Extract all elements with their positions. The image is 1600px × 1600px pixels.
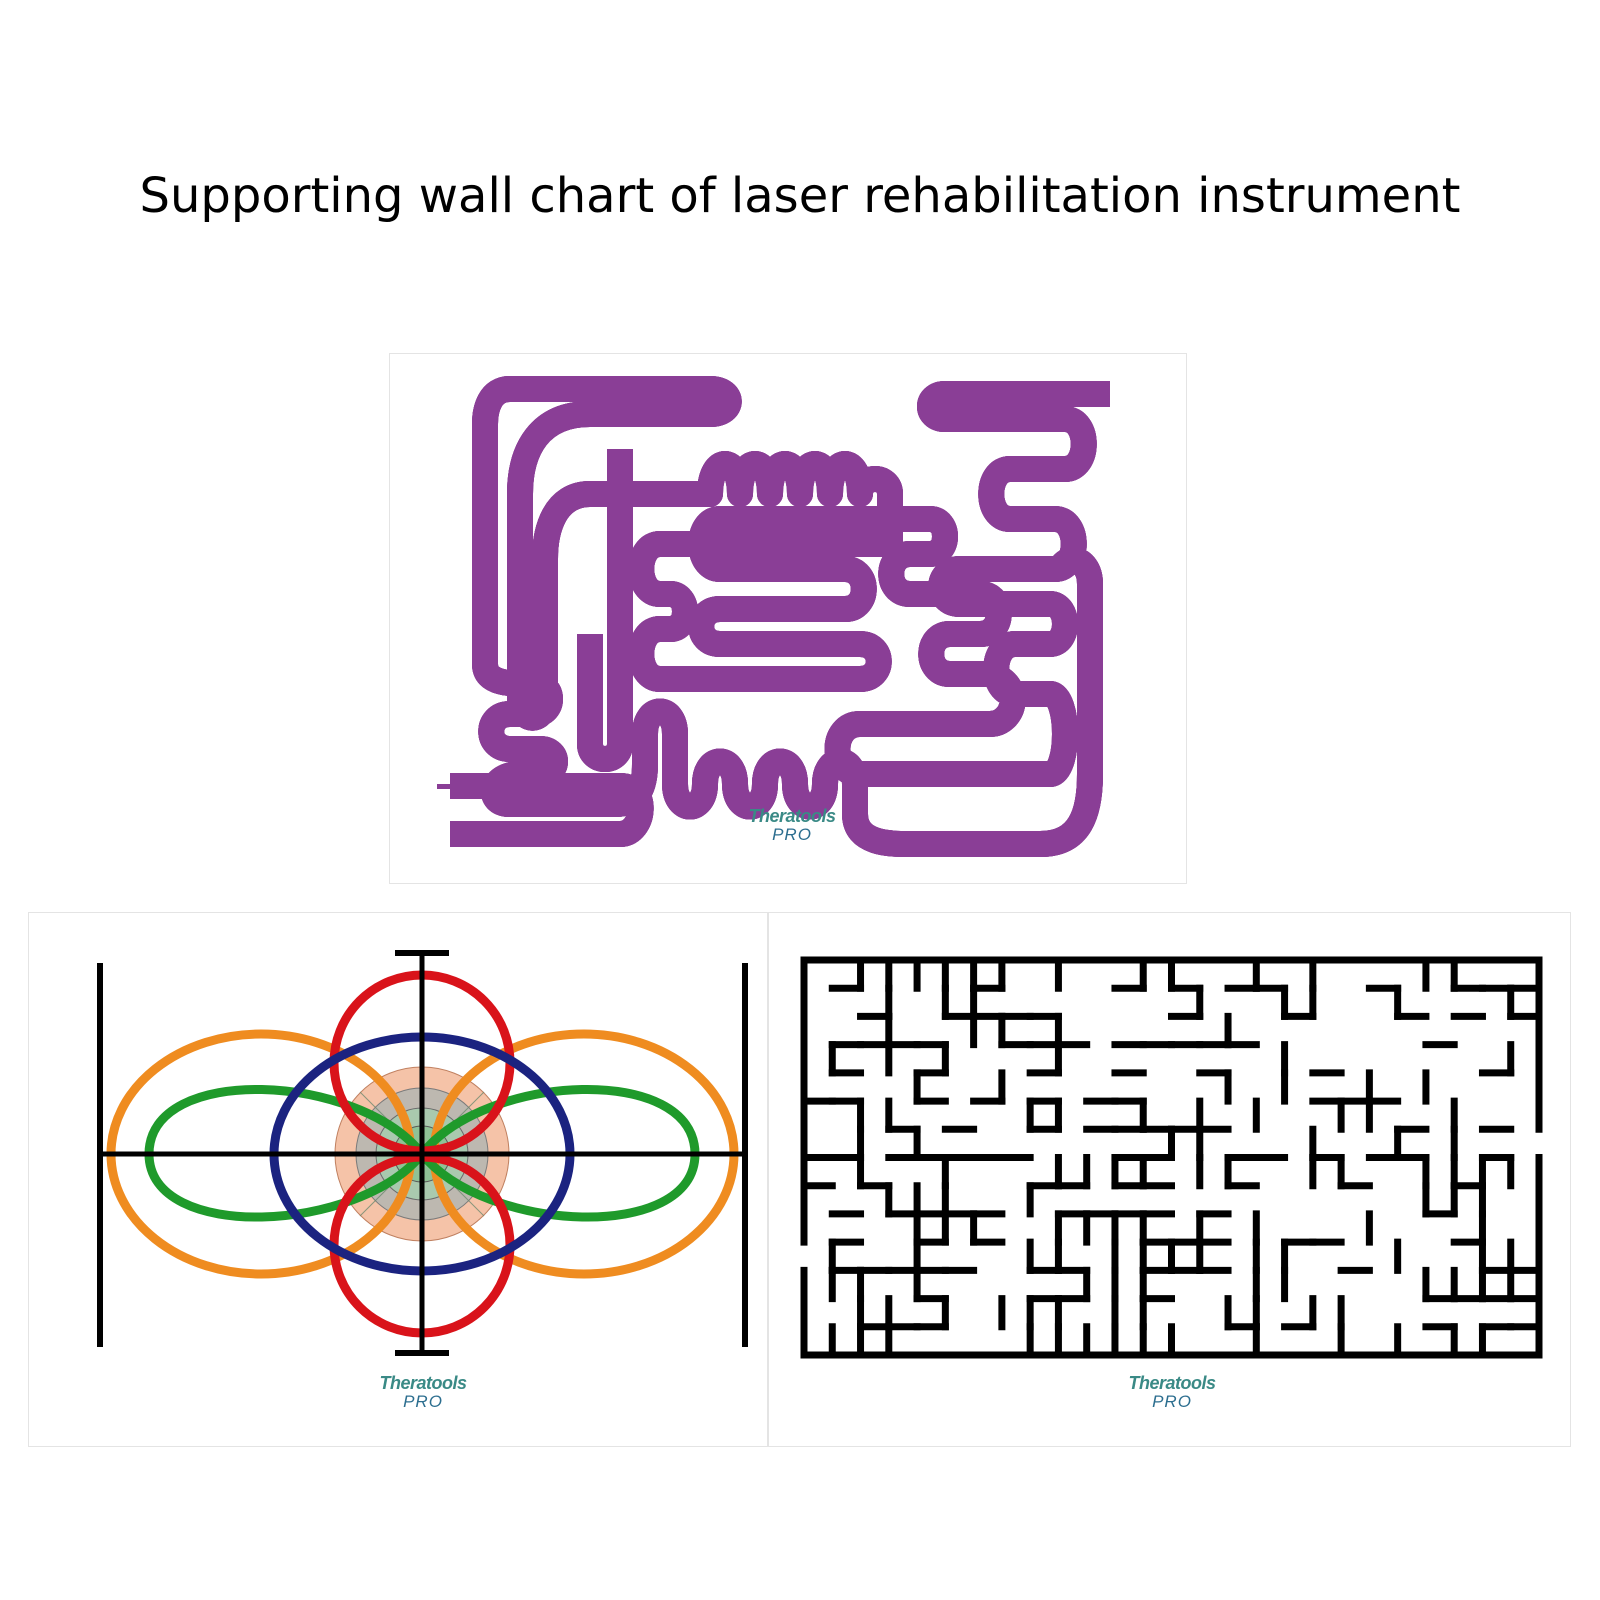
brand-name: Theratools [379, 1373, 467, 1393]
brand-name: Theratools [748, 806, 836, 826]
maze-walls [800, 956, 1543, 1359]
brand-logo: Theratools PRO [353, 1373, 493, 1417]
brand-sub: PRO [403, 1392, 443, 1411]
track-wall-chart: Theratools PRO [389, 353, 1187, 884]
brand-logo: Theratools PRO [1102, 1373, 1242, 1417]
maze-wall-chart: Theratools PRO [768, 912, 1571, 1447]
brand-sub: PRO [1152, 1392, 1192, 1411]
page-title: Supporting wall chart of laser rehabilit… [139, 168, 1461, 224]
target-wall-chart: Theratools PRO [28, 912, 768, 1447]
brand-name: Theratools [1128, 1373, 1216, 1393]
brand-logo: Theratools PRO [722, 806, 862, 850]
brand-sub: PRO [772, 825, 812, 844]
center-dot [419, 1151, 425, 1157]
maze-drawing [800, 956, 1543, 1359]
track-drawing [437, 376, 1188, 857]
target-drawing [97, 950, 748, 1356]
